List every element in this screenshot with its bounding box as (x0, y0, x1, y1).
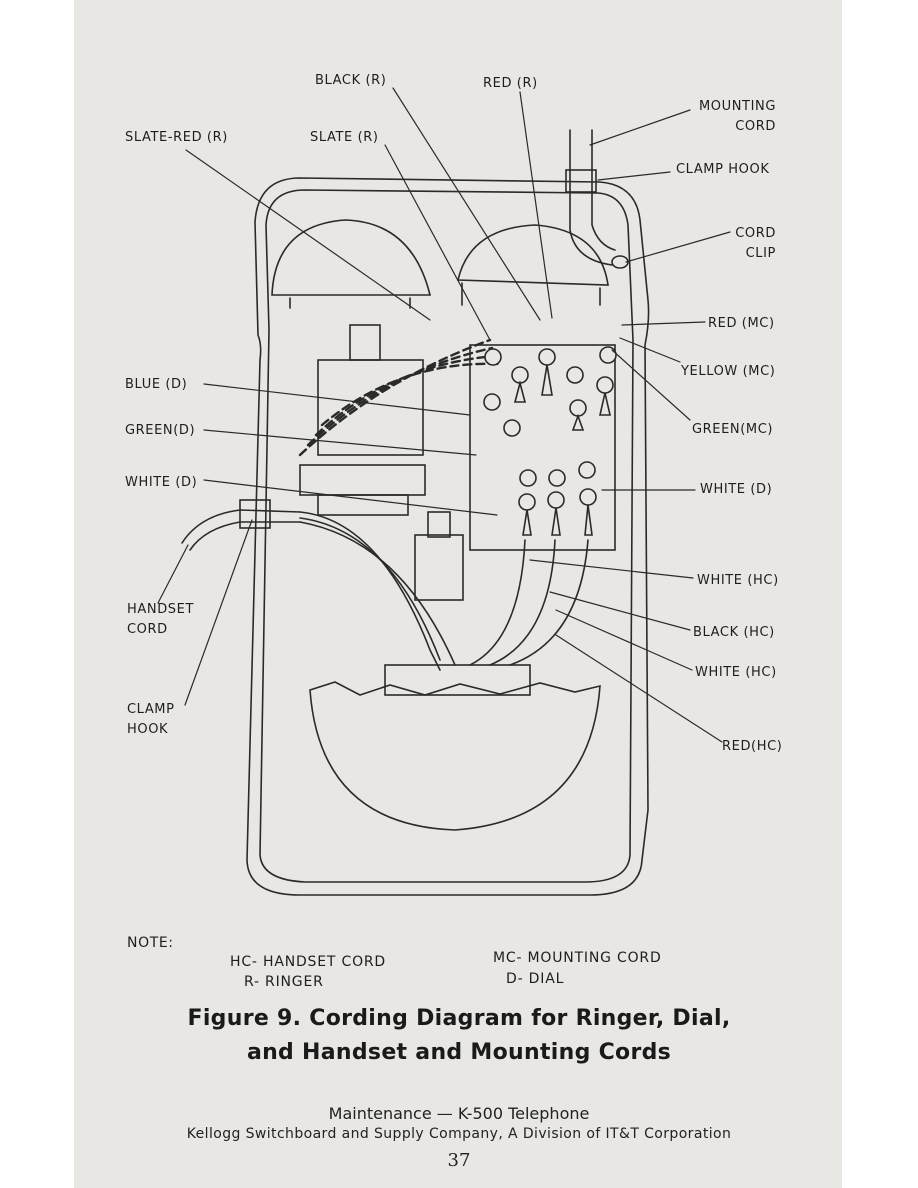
label-green-mc: GREEN(MC) (692, 422, 774, 437)
label-black-r: BLACK (R) (315, 73, 387, 88)
label-red-mc: RED (MC) (708, 316, 775, 331)
label-green-d: GREEN(D) (125, 423, 196, 438)
base-bowl-cutaway (309, 681, 601, 831)
note-item-r: R- RINGER (244, 974, 324, 990)
mounting-cord (569, 129, 613, 266)
note-heading: NOTE: (127, 935, 174, 951)
telephone-housing-inner (259, 189, 634, 883)
page-number: 37 (447, 1150, 471, 1171)
note-item-hc: HC- HANDSET CORD (230, 954, 386, 970)
label-red-hc: RED(HC) (722, 739, 783, 754)
figure-caption-line2: and Handset and Mounting Cords (246, 1040, 672, 1065)
footer-title: Maintenance — K-500 Telephone (328, 1104, 590, 1123)
mounting-clamp-hook (565, 169, 597, 193)
note-item-d: D- DIAL (506, 971, 565, 987)
label-white-d-left: WHITE (D) (125, 475, 198, 490)
label-handset-cord: HANDSET CORD (127, 602, 195, 637)
label-clamp-hook-top: CLAMP HOOK (676, 162, 770, 177)
figure-caption-line1: Figure 9. Cording Diagram for Ringer, Di… (187, 1006, 731, 1031)
label-white-hc-2: WHITE (HC) (695, 665, 777, 680)
handset-clamp-hook (239, 499, 271, 529)
label-white-d-right: WHITE (D) (700, 482, 773, 497)
label-clamp-hook-bottom: CLAMP HOOK (127, 702, 175, 737)
telephone-housing-outline (246, 177, 650, 896)
label-white-hc-1: WHITE (HC) (697, 573, 779, 588)
note-item-mc: MC- MOUNTING CORD (493, 950, 662, 966)
label-black-hc: BLACK (HC) (693, 625, 775, 640)
footer-publisher: Kellogg Switchboard and Supply Company, … (186, 1126, 732, 1142)
dial-terminal-plate (469, 344, 616, 551)
handset-cord (181, 509, 301, 544)
label-blue-d: BLUE (D) (125, 377, 188, 392)
label-mounting-cord: MOUNTING CORD (698, 99, 776, 134)
label-slate-red-r: SLATE-RED (R) (125, 130, 228, 145)
manual-page (74, 0, 842, 1188)
label-red-r: RED (R) (483, 76, 538, 91)
label-slate-r: SLATE (R) (310, 130, 379, 145)
label-cord-clip: CORD CLIP (735, 226, 776, 261)
left-ringer-gong (271, 219, 432, 296)
label-yellow-mc: YELLOW (MC) (681, 364, 776, 379)
